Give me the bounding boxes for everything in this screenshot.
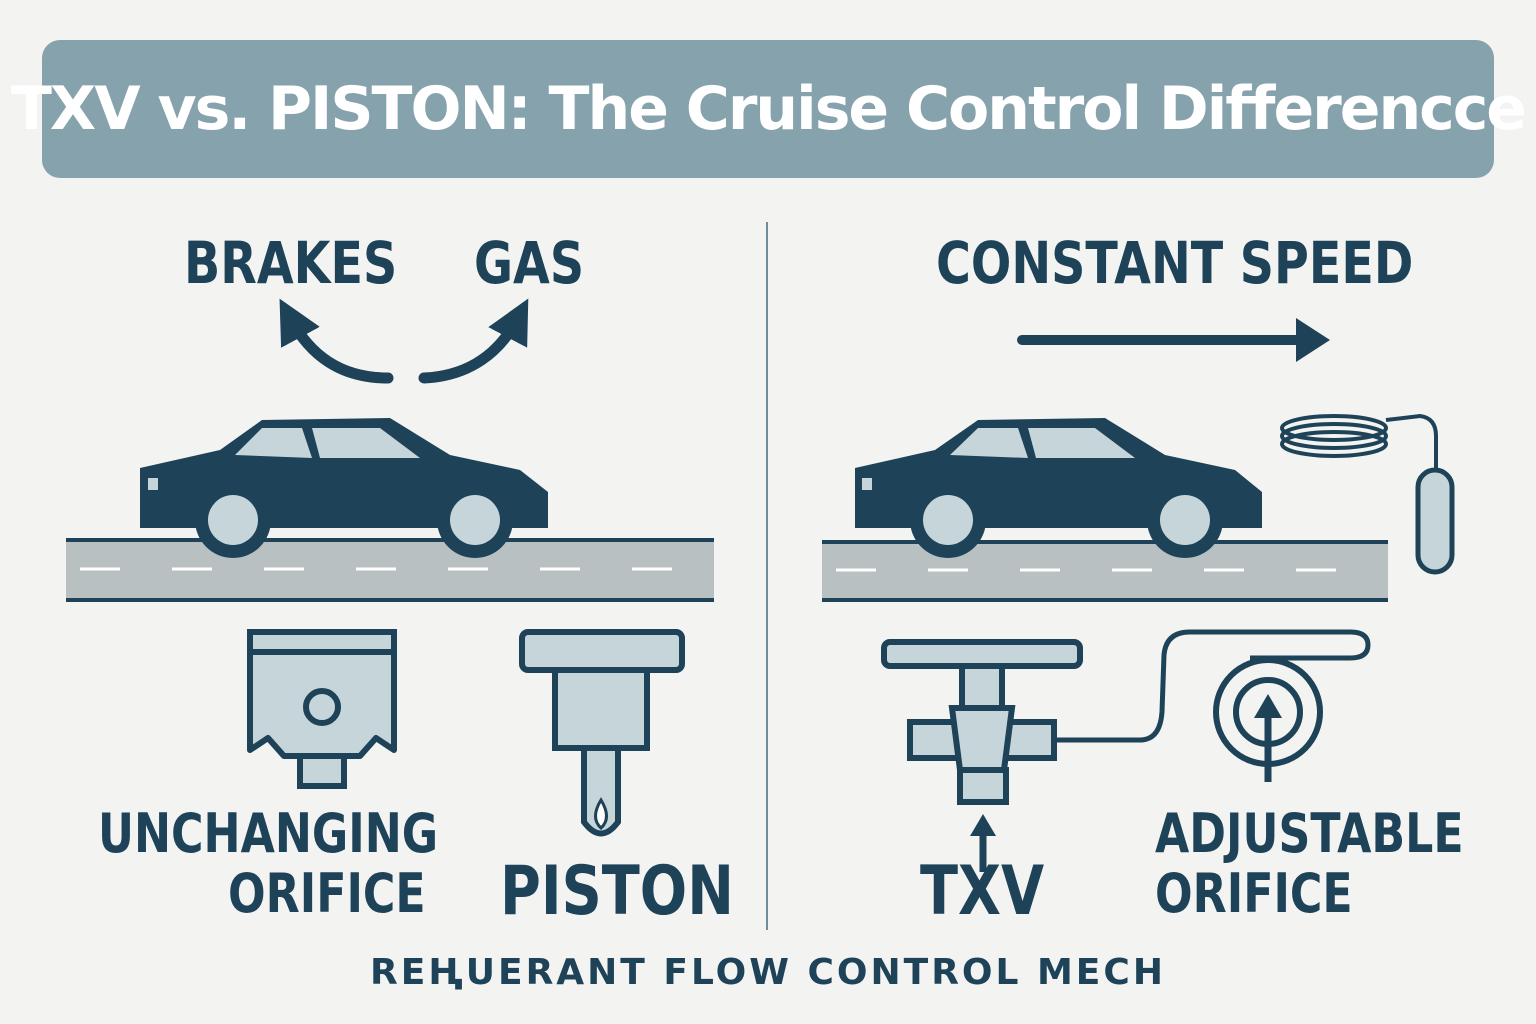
orifice-label-left: ORIFICE <box>228 862 426 925</box>
gas-label: GAS <box>474 229 585 297</box>
left-road <box>66 538 714 602</box>
adjustable-orifice-dial-icon <box>1213 657 1323 782</box>
unchanging-label: UNCHANGING <box>98 802 439 865</box>
txv-valve-icon <box>881 639 1083 872</box>
footer-caption: REⱧUERANT FLOW CONTROL MECH <box>370 952 1166 993</box>
txv-label: TXV <box>920 852 1045 931</box>
capillary-tube <box>1054 629 1371 743</box>
gas-arrow-icon <box>418 298 529 384</box>
right-road <box>822 540 1388 602</box>
right-car-icon <box>855 418 1262 558</box>
sensing-bulb-icon <box>1280 413 1455 575</box>
fixed-orifice-piston-icon <box>519 629 685 837</box>
brakes-arrow-icon <box>279 298 394 384</box>
piston-label: PISTON <box>500 852 734 931</box>
orifice-label-right: ORIFICE <box>1155 862 1353 925</box>
piston-part-icon <box>247 629 397 789</box>
adjustable-label: ADJUSTABLE <box>1155 802 1464 865</box>
constant-speed-label: CONSTANT SPEED <box>936 229 1414 297</box>
page-title: TXV vs. PISTON: The Cruise Control Diffe… <box>11 74 1527 144</box>
title-banner: TXV vs. PISTON: The Cruise Control Diffe… <box>11 40 1527 178</box>
brakes-label: BRAKES <box>184 229 398 297</box>
left-car-icon <box>140 418 548 558</box>
